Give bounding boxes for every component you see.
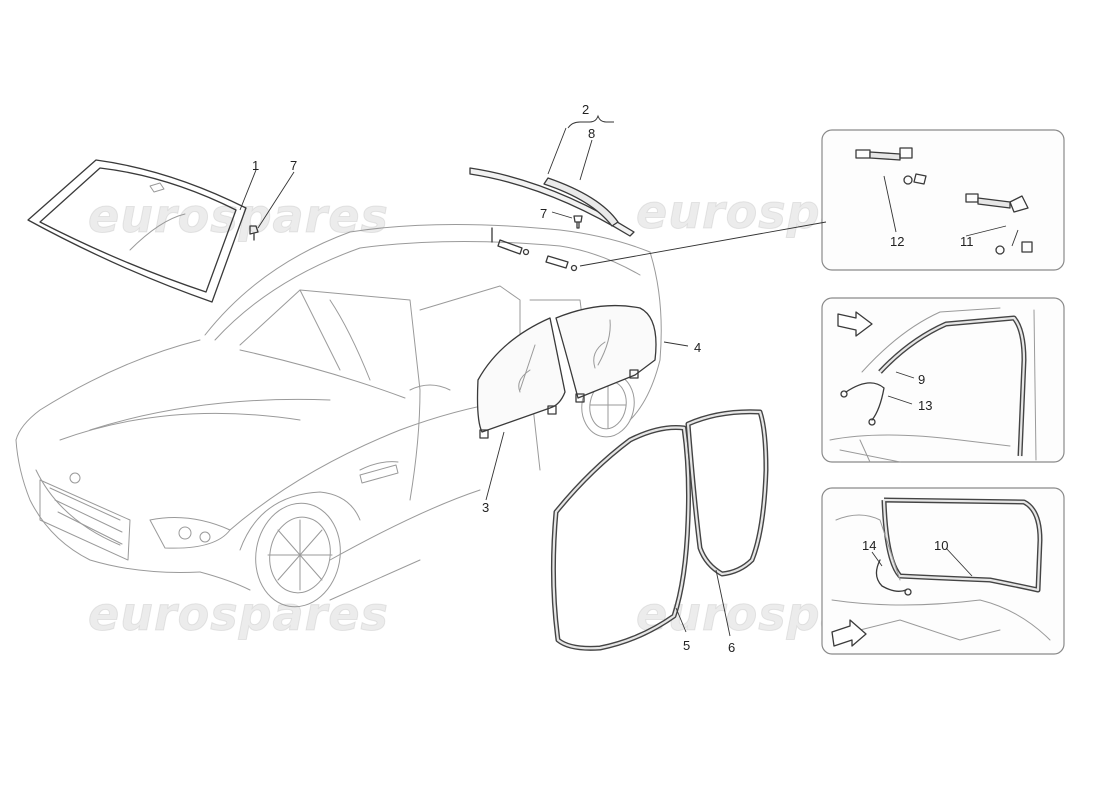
watermark-top-left: eurospares xyxy=(88,189,389,243)
callout-14: 14 xyxy=(862,538,876,553)
door-glass-front xyxy=(476,317,566,439)
callout-11: 11 xyxy=(960,234,974,249)
callout-12: 12 xyxy=(890,234,904,249)
callout-7-roof: 7 xyxy=(540,206,547,221)
door-seal-rear xyxy=(685,409,769,577)
callout-2: 2 xyxy=(582,102,589,117)
leader-lines xyxy=(239,114,1007,637)
callout-9: 9 xyxy=(918,372,925,387)
callout-7-windscreen: 7 xyxy=(290,158,297,173)
callout-13: 13 xyxy=(918,398,932,413)
watermark-bottom-left: eurospares xyxy=(88,587,389,641)
detail-box-front-door xyxy=(821,297,1065,463)
callout-5: 5 xyxy=(683,638,690,653)
car-body xyxy=(15,223,662,608)
detail-box-rear-door xyxy=(821,487,1065,655)
windscreen xyxy=(27,159,247,303)
callouts: 1 7 2 8 7 4 3 5 6 12 11 9 13 10 14 xyxy=(252,102,974,655)
callout-10: 10 xyxy=(934,538,948,553)
roof-fittings xyxy=(491,227,578,272)
callout-4: 4 xyxy=(694,340,701,355)
door-seal-front xyxy=(550,425,691,651)
callout-8: 8 xyxy=(588,126,595,141)
moulding-clip xyxy=(573,215,583,229)
windscreen-clip xyxy=(249,225,259,241)
callout-3: 3 xyxy=(482,500,489,515)
roof-moulding xyxy=(469,167,635,237)
door-glass-rear xyxy=(555,304,657,403)
callout-6: 6 xyxy=(728,640,735,655)
callout-1: 1 xyxy=(252,158,259,173)
detail-box-struts xyxy=(821,129,1065,271)
